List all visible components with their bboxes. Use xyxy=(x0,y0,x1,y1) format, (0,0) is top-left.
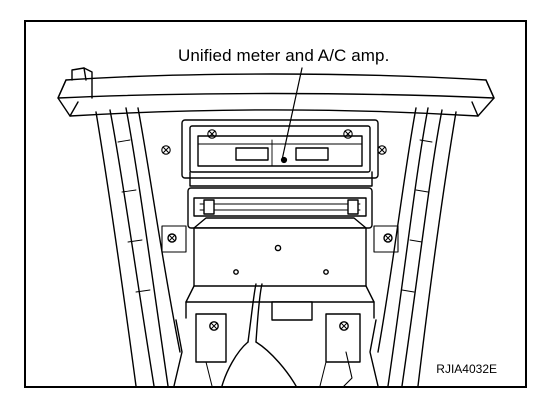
diagram-frame: Unified meter and A/C amp. RJIA4032E xyxy=(24,20,527,388)
callout-label: Unified meter and A/C amp. xyxy=(178,46,390,65)
center-console-illustration xyxy=(57,67,495,386)
unit-slot xyxy=(187,187,373,229)
lower-bracket xyxy=(161,217,399,319)
callout-leader-line xyxy=(281,67,303,161)
dashboard-top xyxy=(57,67,495,117)
figure-code: RJIA4032E xyxy=(436,362,497,376)
lower-console xyxy=(173,283,379,386)
left-side-panel xyxy=(95,107,181,386)
bezel-screw-icons xyxy=(161,129,387,155)
right-side-panel xyxy=(377,107,457,386)
upper-bezel xyxy=(181,119,379,187)
